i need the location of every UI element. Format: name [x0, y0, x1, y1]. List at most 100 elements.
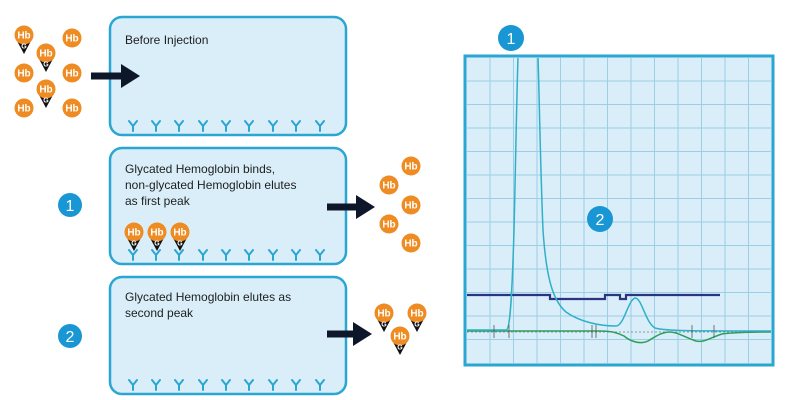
badge-circle	[498, 25, 524, 51]
column-step-1: Glycated Hemoglobin binds, non-glycated …	[108, 146, 348, 266]
hemoglobin-icon: Hb	[379, 214, 399, 234]
y-receptor-icon	[151, 249, 161, 261]
step-text-line: Glycated Hemoglobin elutes as	[125, 290, 291, 304]
hb-label: Hb	[39, 85, 52, 96]
y-receptor-icon	[151, 379, 161, 391]
hb-label: Hb	[150, 228, 163, 239]
antibody-receptor-row	[128, 249, 325, 261]
badge-circle	[587, 206, 613, 232]
hb-label: Hb	[410, 309, 423, 320]
step-text-line: non-glycated Hemoglobin elutes	[125, 178, 296, 192]
hb-label: Hb	[127, 228, 140, 239]
y-receptor-icon	[268, 249, 278, 261]
hb-label: Hb	[65, 69, 78, 80]
chart-background	[465, 56, 773, 365]
g-label: G	[177, 241, 183, 248]
badge-circle	[58, 324, 82, 348]
glycated-hemoglobin-icon: HbG	[124, 222, 144, 251]
g-label: G	[381, 322, 387, 329]
axis-tick-marks	[493, 325, 715, 338]
chart-grid	[467, 58, 771, 363]
y-receptor-icon	[291, 120, 301, 132]
hemoglobin-icon: Hb	[401, 195, 421, 215]
hemoglobin-icon: Hb	[401, 156, 421, 176]
hemoglobin-icon: Hb	[62, 28, 82, 48]
glycated-hemoglobin-icon: HbG	[390, 326, 410, 355]
y-receptor-icon	[221, 249, 231, 261]
g-label: G	[154, 241, 160, 248]
hb-label: Hb	[404, 201, 417, 212]
y-receptor-icon	[244, 249, 254, 261]
y-receptor-icon	[174, 379, 184, 391]
column-before-injection: Before Injection	[108, 15, 348, 137]
y-receptor-icon	[291, 249, 301, 261]
hb-label: Hb	[404, 239, 417, 250]
y-receptor-icon	[315, 379, 325, 391]
glycated-hemoglobin-icon: HbG	[374, 303, 394, 332]
hemoglobin-icon: Hb	[379, 175, 399, 195]
hb-label: Hb	[17, 31, 30, 42]
peak-number: 2	[596, 212, 605, 229]
right-arrow-icon	[327, 322, 372, 346]
y-receptor-icon	[221, 120, 231, 132]
hb-label: Hb	[382, 181, 395, 192]
hb-label: Hb	[404, 162, 417, 173]
g-label: G	[21, 44, 27, 51]
y-receptor-icon	[221, 379, 231, 391]
badge-number: 1	[66, 198, 75, 215]
g-label: G	[397, 345, 403, 352]
antibody-receptor-row	[128, 379, 325, 391]
glycated-hemoglobin-icon: HbG	[170, 222, 190, 251]
column-step-2: Glycated Hemoglobin elutes as second pea…	[108, 275, 348, 396]
y-receptor-icon	[198, 379, 208, 391]
glycated-hemoglobin-icon: HbG	[36, 43, 56, 72]
y-receptor-icon	[291, 379, 301, 391]
y-receptor-icon	[315, 120, 325, 132]
y-receptor-icon	[174, 120, 184, 132]
chart-border	[463, 54, 775, 367]
teal-elution-trace	[467, 58, 771, 332]
peak-label-2: 2	[587, 206, 613, 232]
peak-label-1: 1	[498, 25, 524, 51]
hb-label: Hb	[65, 104, 78, 115]
hemoglobin-icon: Hb	[62, 63, 82, 83]
glycated-hemoglobin-icon: HbG	[407, 303, 427, 332]
chart-traces	[467, 58, 771, 344]
hb-label: Hb	[17, 69, 30, 80]
y-receptor-icon	[268, 379, 278, 391]
y-receptor-icon	[174, 249, 184, 261]
y-receptor-icon	[198, 249, 208, 261]
hb-label: Hb	[17, 104, 30, 115]
g-label: G	[43, 62, 49, 69]
y-receptor-icon	[128, 249, 138, 261]
y-receptor-icon	[244, 120, 254, 132]
badge-circle	[58, 193, 82, 217]
hemoglobin-icon: Hb	[14, 63, 34, 83]
step-text-line: as first peak	[125, 194, 191, 208]
hemoglobin-icon: Hb	[62, 98, 82, 118]
y-receptor-icon	[268, 120, 278, 132]
glycated-hemoglobin-icon: HbG	[36, 79, 56, 108]
step-text-line: Before Injection	[125, 33, 208, 47]
right-arrow-icon	[91, 64, 140, 88]
y-receptor-icon	[128, 120, 138, 132]
hb-label: Hb	[39, 49, 52, 60]
hb-label: Hb	[382, 220, 395, 231]
hb-label: Hb	[65, 34, 78, 45]
step-text-line: second peak	[125, 306, 194, 320]
g-label: G	[43, 98, 49, 105]
peak-number: 1	[507, 31, 516, 48]
y-receptor-icon	[315, 249, 325, 261]
hb-label: Hb	[377, 309, 390, 320]
step-badge-2: 2	[58, 324, 82, 348]
badge-number: 2	[66, 329, 75, 346]
step-text-line: Glycated Hemoglobin binds,	[125, 162, 275, 176]
right-arrow-icon	[327, 195, 375, 219]
g-label: G	[131, 241, 137, 248]
